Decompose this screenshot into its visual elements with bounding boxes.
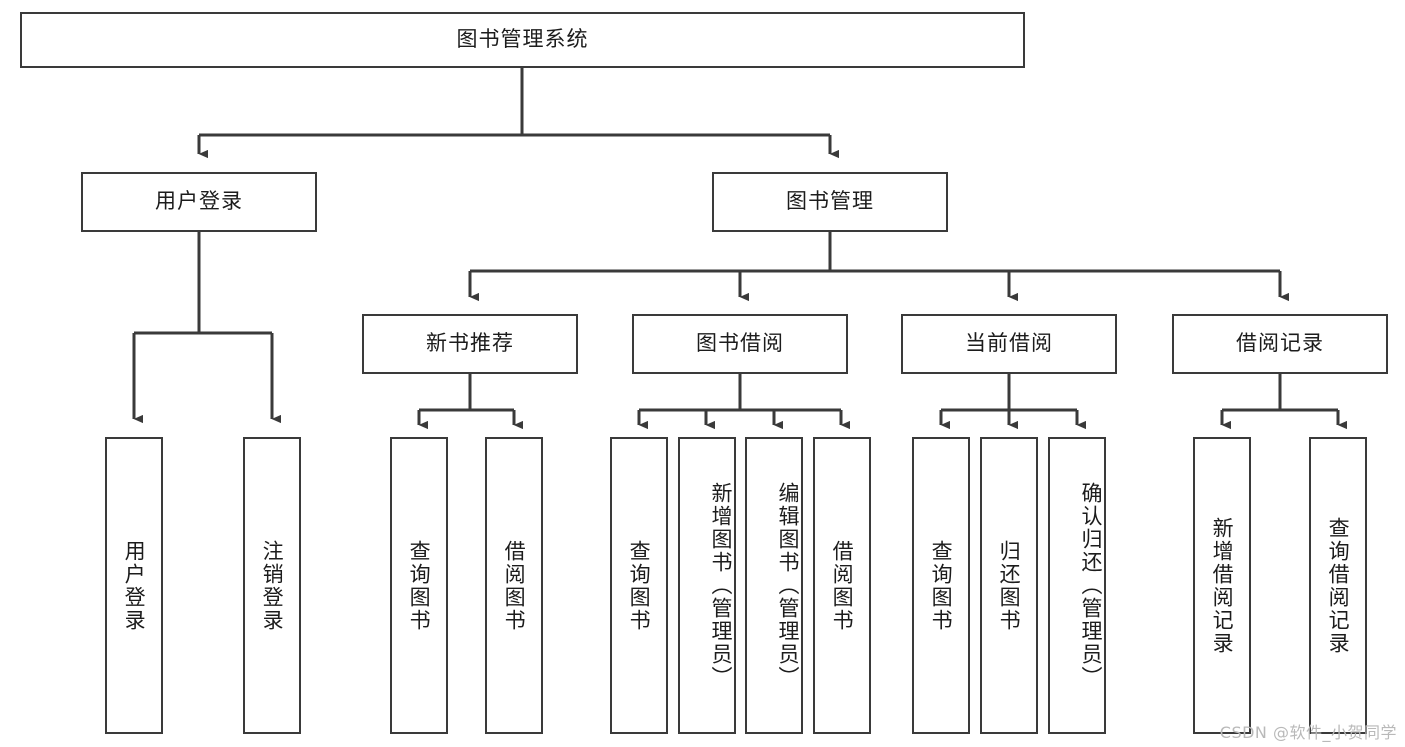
leaf-book-borrow-edit-book[interactable]: 编辑图书（管理员）	[745, 437, 803, 734]
node-label: 用户登录	[122, 539, 147, 632]
leaf-new-book-query-book[interactable]: 查询图书	[390, 437, 448, 734]
node-user-login[interactable]: 用户登录	[81, 172, 317, 232]
node-label: 查询借阅记录	[1326, 516, 1351, 655]
leaf-book-borrow-borrow-book[interactable]: 借阅图书	[813, 437, 871, 734]
node-book-management[interactable]: 图书管理	[712, 172, 948, 232]
node-label: 确认归还（管理员）	[1079, 482, 1103, 689]
node-label: 编辑图书（管理员）	[776, 482, 800, 689]
node-label: 查询图书	[627, 539, 652, 632]
node-label: 新增图书（管理员）	[709, 482, 733, 689]
node-label: 图书管理系统	[456, 27, 589, 52]
node-label: 归还图书	[997, 539, 1022, 632]
node-book-borrow[interactable]: 图书借阅	[632, 314, 848, 374]
node-label: 借阅图书	[830, 539, 855, 632]
node-new-book-recommend[interactable]: 新书推荐	[362, 314, 578, 374]
node-current-borrow[interactable]: 当前借阅	[901, 314, 1117, 374]
leaf-current-borrow-confirm-return[interactable]: 确认归还（管理员）	[1048, 437, 1106, 734]
node-label: 当前借阅	[965, 331, 1053, 356]
node-root-book-management-system[interactable]: 图书管理系统	[20, 12, 1025, 68]
leaf-user-login-logout[interactable]: 注销登录	[243, 437, 301, 734]
node-label: 图书借阅	[696, 331, 784, 356]
node-label: 用户登录	[155, 189, 243, 214]
leaf-book-borrow-add-book[interactable]: 新增图书（管理员）	[678, 437, 736, 734]
node-label: 借阅图书	[502, 539, 527, 632]
node-label: 借阅记录	[1236, 331, 1324, 356]
node-label: 新增借阅记录	[1210, 516, 1235, 655]
leaf-user-login-login[interactable]: 用户登录	[105, 437, 163, 734]
node-borrow-record[interactable]: 借阅记录	[1172, 314, 1388, 374]
node-label: 注销登录	[260, 539, 285, 632]
leaf-borrow-record-add-record[interactable]: 新增借阅记录	[1193, 437, 1251, 734]
node-label: 新书推荐	[426, 331, 514, 356]
leaf-new-book-borrow-book[interactable]: 借阅图书	[485, 437, 543, 734]
node-label: 图书管理	[786, 189, 874, 214]
leaf-current-borrow-query-book[interactable]: 查询图书	[912, 437, 970, 734]
leaf-book-borrow-query-book[interactable]: 查询图书	[610, 437, 668, 734]
leaf-current-borrow-return-book[interactable]: 归还图书	[980, 437, 1038, 734]
leaf-borrow-record-query-record[interactable]: 查询借阅记录	[1309, 437, 1367, 734]
node-label: 查询图书	[407, 539, 432, 632]
node-label: 查询图书	[929, 539, 954, 632]
